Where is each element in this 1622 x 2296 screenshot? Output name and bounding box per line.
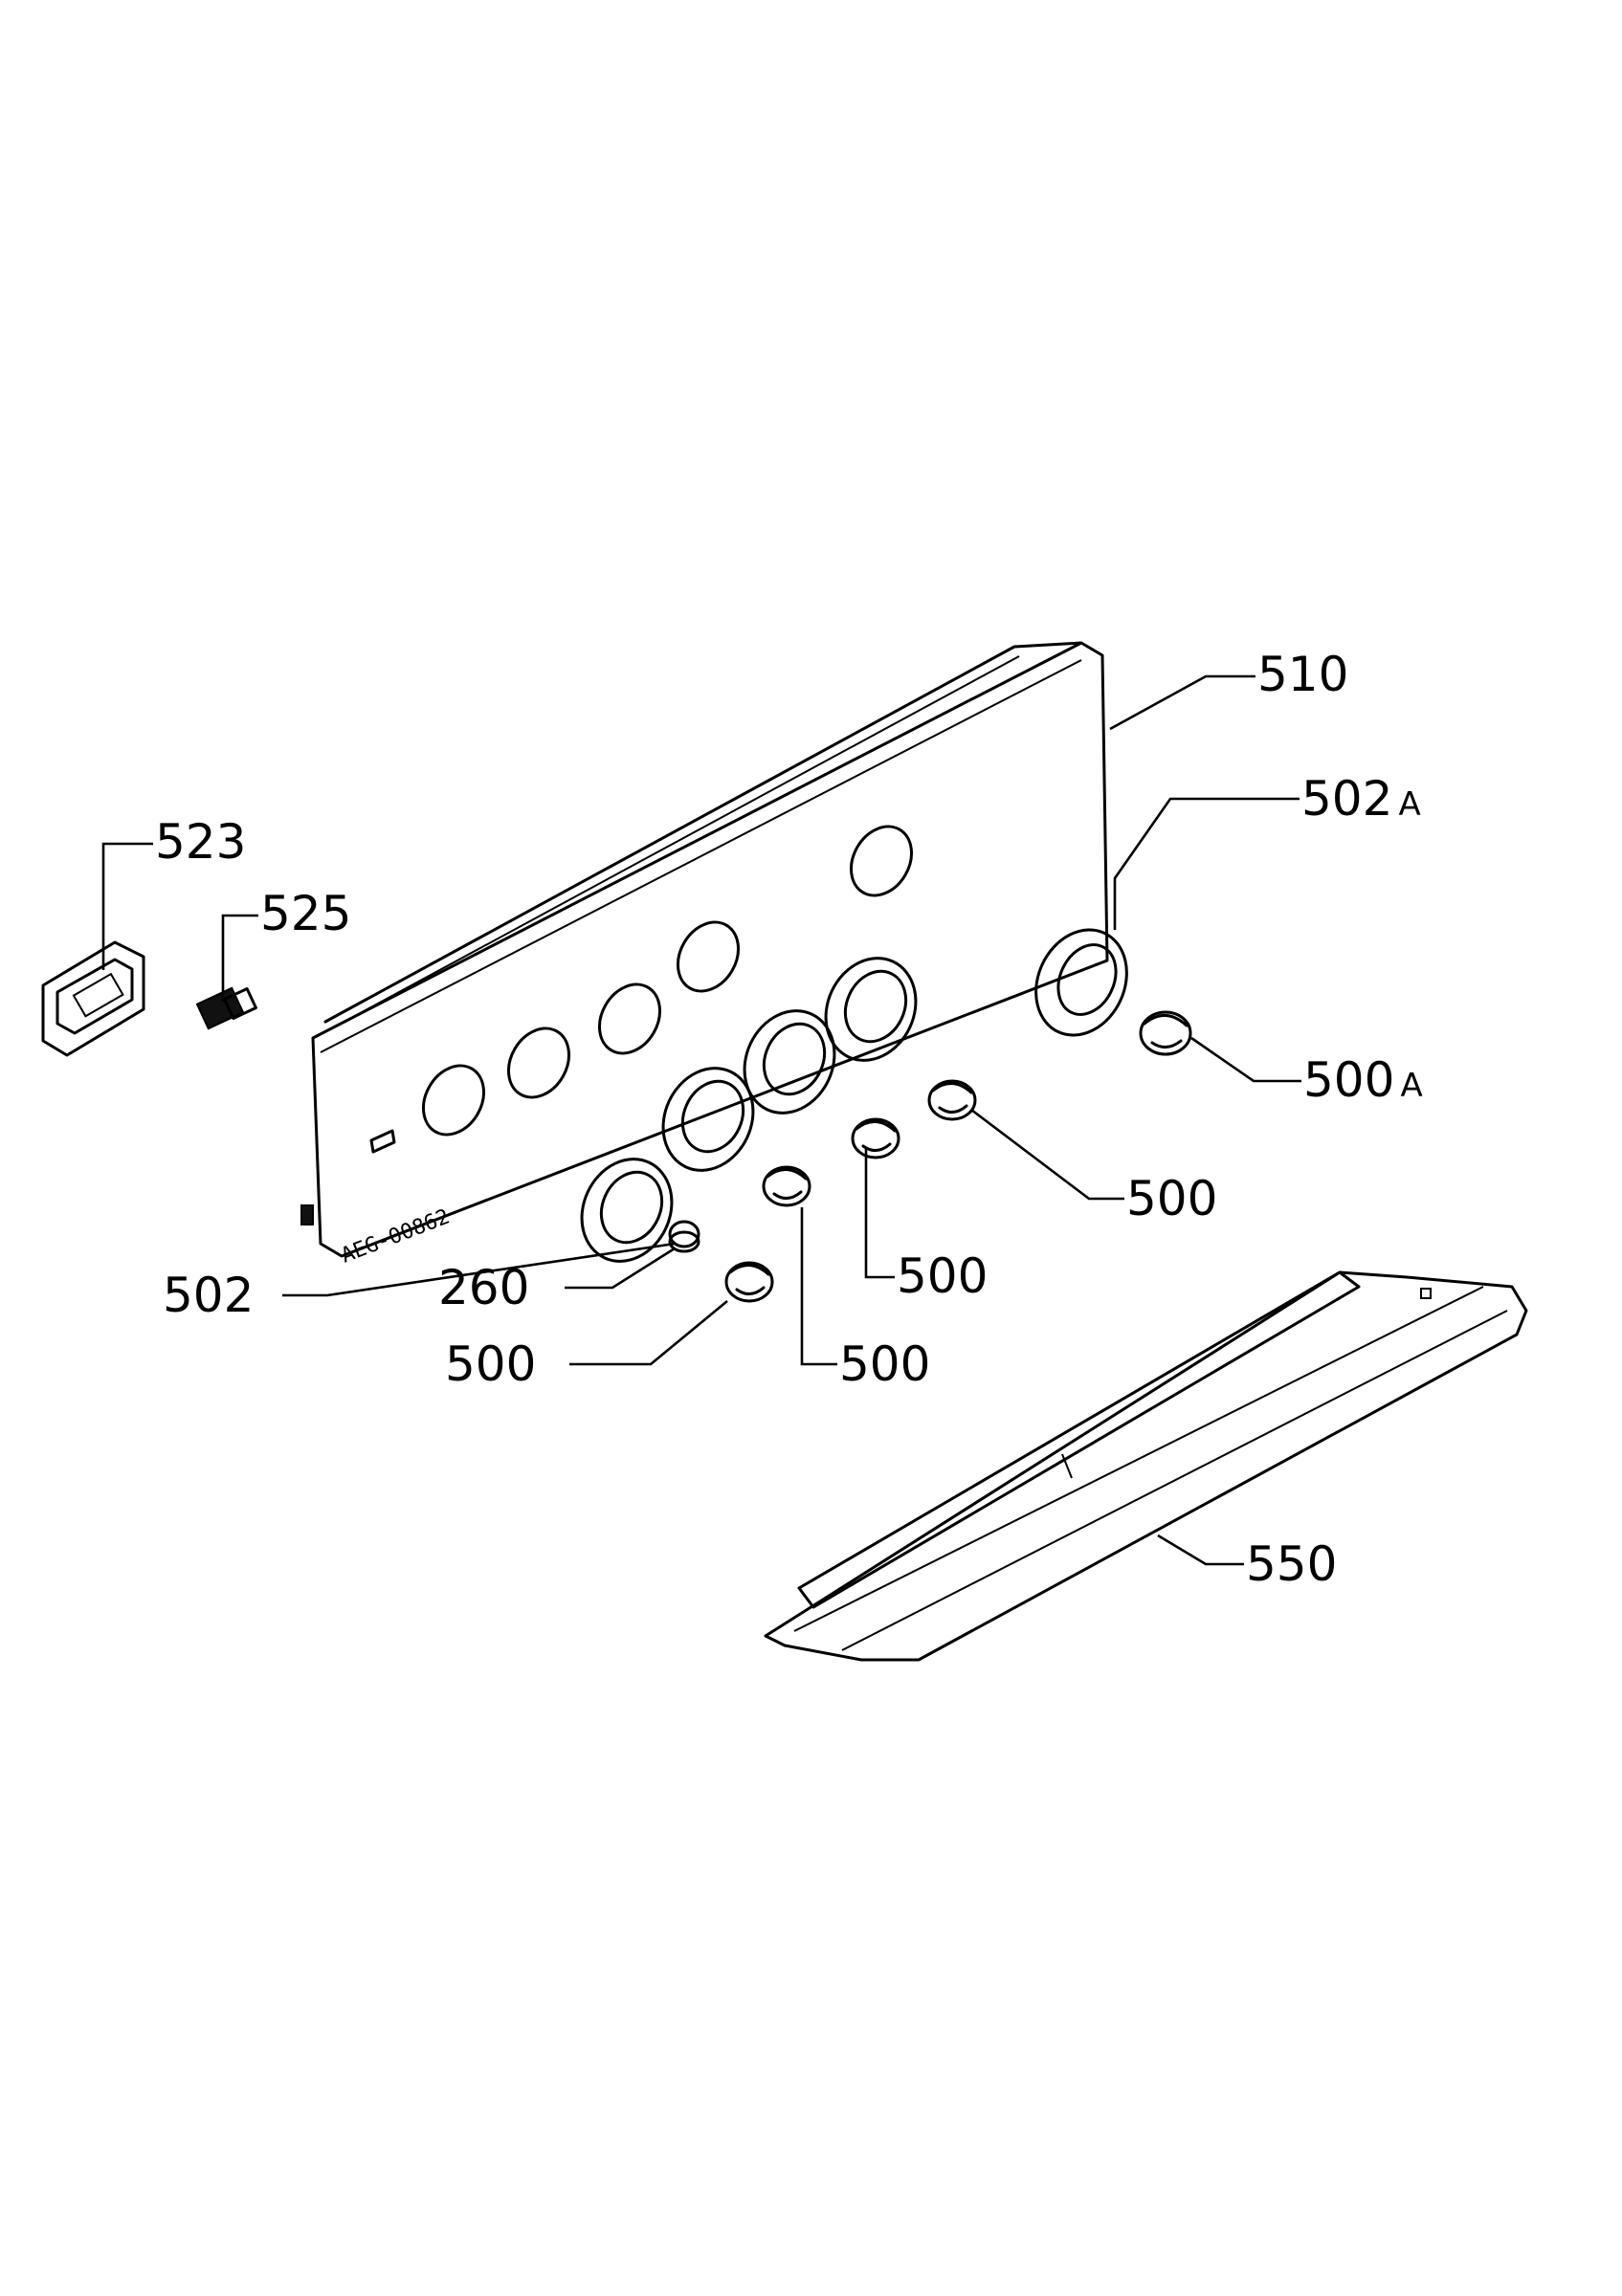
label-510: 510 (1257, 647, 1348, 702)
control-panel: AEG-00862 (300, 641, 1109, 1269)
label-502: 502 (163, 1268, 254, 1323)
knobs (724, 1010, 1192, 1303)
label-500-right: 500 (1126, 1171, 1217, 1226)
knob-bezels (580, 957, 918, 1263)
panel-stamp: AEG-00862 (338, 1205, 453, 1269)
label-500-mid: 500 (897, 1248, 988, 1304)
label-500-left: 500 (445, 1336, 536, 1392)
label-523: 523 (155, 814, 246, 870)
bezel-502a (1034, 928, 1128, 1037)
label-500-bottom: 500 (839, 1336, 930, 1392)
knob (851, 1117, 900, 1159)
knob (724, 1261, 774, 1303)
label-550: 550 (1246, 1536, 1337, 1592)
knob (762, 1165, 811, 1207)
trim-strip-550 (764, 1270, 1528, 1662)
rocker-switch-523 (41, 940, 145, 1057)
switch-260 (668, 1220, 700, 1253)
knob-500a (1139, 1010, 1192, 1056)
leader-lines (101, 674, 1301, 1566)
knob (927, 1079, 977, 1121)
label-525: 525 (260, 886, 351, 941)
connector-525 (195, 986, 257, 1030)
label-260: 260 (438, 1260, 529, 1315)
